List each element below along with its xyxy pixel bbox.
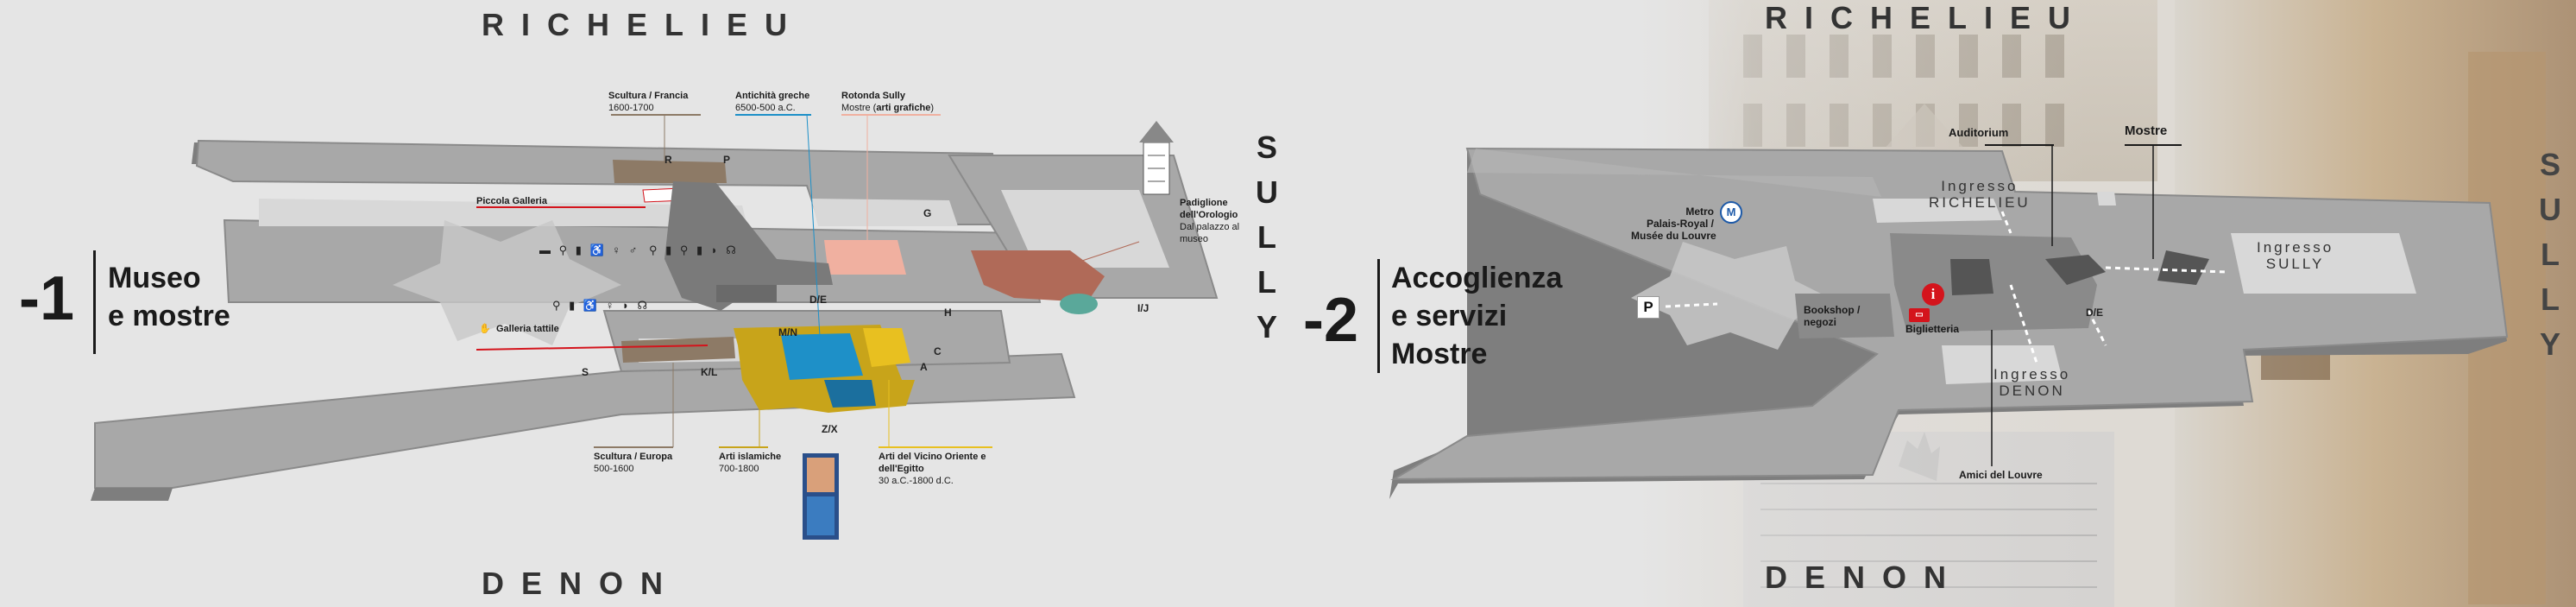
- hand-icon: ✋: [479, 324, 491, 334]
- padiglione-orologio-area: [971, 250, 1105, 302]
- label-bookshop: Bookshop /negozi: [1804, 304, 1861, 328]
- level-minus2-number: -2: [1303, 286, 1359, 355]
- level-minus1-number: -1: [19, 264, 75, 333]
- level-minus2-floor: [1389, 147, 2509, 499]
- wing-richelieu-right: RICHELIEU: [1765, 0, 2088, 35]
- label-galleria-tattile: ✋Galleria tattile: [479, 324, 559, 334]
- label-piccola-galleria: Piccola Galleria: [476, 196, 547, 206]
- label-auditorium: Auditorium: [1949, 126, 2009, 139]
- label-rotonda-sully: Rotonda Sully Mostre (arti grafiche): [841, 91, 934, 113]
- letter-kl: K/L: [701, 366, 718, 378]
- ticket-icon: ▭: [1909, 308, 1930, 322]
- service-icons-row2: ⚲ ▮ ♿ ♀ ◗ ☊: [552, 299, 651, 312]
- level-minus1-floor: [91, 121, 1219, 540]
- vicino-oriente-area: [863, 328, 910, 367]
- letter-s: S: [582, 366, 589, 378]
- service-icons-row1: ▬ ⚲ ▮ ♿ ♀ ♂: [539, 243, 640, 256]
- label-biglietteria: Biglietteria: [1905, 323, 1960, 335]
- wing-denon-left: DENON: [482, 566, 681, 601]
- letter-c: C: [934, 345, 942, 357]
- metro-icon: M: [1720, 201, 1742, 224]
- parking-icon: P: [1637, 296, 1660, 319]
- letter-de: D/E: [809, 294, 828, 306]
- info-icon: i: [1922, 283, 1944, 306]
- level-minus2-leaders: [1985, 144, 2182, 466]
- level-minus2-divider: [1377, 259, 1380, 373]
- level-minus1-divider: [93, 250, 96, 354]
- rotonda-sully-area: [824, 240, 906, 275]
- label-mostre: Mostre: [2125, 123, 2168, 138]
- scultura-europa-area: [621, 337, 735, 363]
- wing-denon-right: DENON: [1765, 560, 1964, 595]
- letter-zx: Z/X: [822, 423, 838, 435]
- letter-a: A: [920, 361, 928, 373]
- wing-richelieu-left: RICHELIEU: [482, 7, 805, 42]
- letter-g: G: [923, 207, 932, 219]
- letter-p: P: [723, 154, 731, 166]
- letter-mn: M/N: [778, 326, 797, 338]
- letter-de-minus2: D/E: [2086, 307, 2104, 319]
- level-minus1-leaders: [476, 114, 1140, 448]
- service-icons-row1b: ⚲ ▮ ⚲ ▮ ◗ ☊: [649, 243, 739, 256]
- letter-r: R: [664, 154, 672, 166]
- antichita-greche-area: [781, 333, 863, 380]
- letter-ij: I/J: [1137, 302, 1149, 314]
- letter-h: H: [944, 307, 952, 319]
- scultura-francia-area: [613, 160, 727, 183]
- label-amici-louvre: Amici del Louvre: [1959, 469, 2043, 481]
